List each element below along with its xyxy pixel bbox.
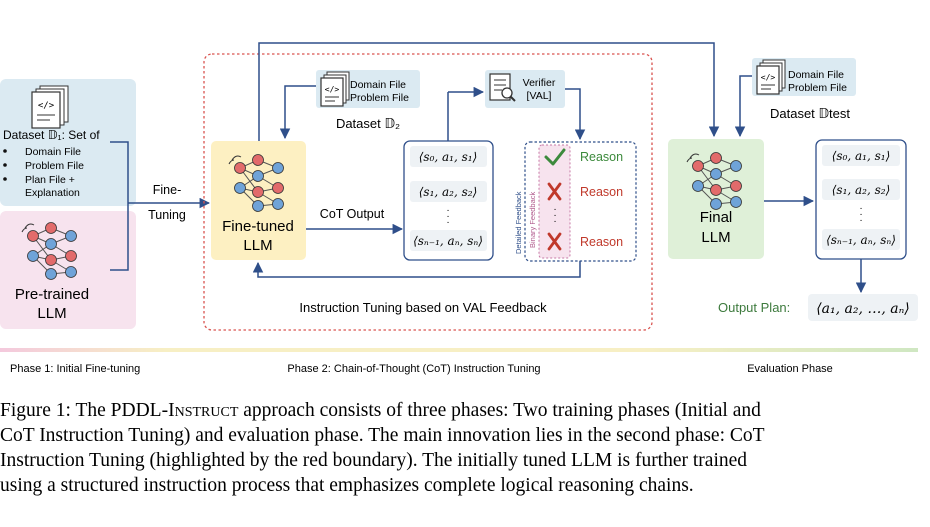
document-icon (756, 59, 786, 95)
cross-icon (547, 232, 562, 251)
dataset-item: Problem File (25, 160, 84, 172)
caption-smallcaps: Instruct (168, 400, 239, 421)
final-llm-label: Final (700, 209, 733, 226)
caption-part1: Figure 1: The PDDL- (0, 400, 169, 421)
pddl-instruct-diagram: </> </> Dataset 𝔻₁: Set of Domain File P… (0, 42, 918, 375)
detailed-feedback-label: Detailed Feedback (514, 191, 523, 254)
document-stack-icon: </> (31, 85, 69, 129)
phase2-label: Phase 2: Chain-of-Thought (CoT) Instruct… (287, 363, 540, 375)
d2-to-finetuned-arrow (279, 85, 316, 140)
output-plan-box (808, 294, 918, 321)
state-row-bg (410, 181, 487, 202)
state-row-bg (410, 230, 487, 251)
state-tuple: ⟨sₙ₋₁, aₙ, sₙ⟩ (413, 234, 483, 248)
finetuning-label: Tuning (148, 208, 186, 222)
state-tuple: ⟨s₁, a₂, s₂⟩ (419, 185, 478, 199)
reason-label: Reason (580, 150, 623, 164)
caption-part2: approach consists of three phases: Two t… (0, 400, 765, 496)
check-icon (544, 148, 566, 166)
dataset-d1-items: Domain File Problem File Plan File + Exp… (3, 146, 84, 199)
figure-caption: Figure 1: The PDDL-Instruct approach con… (0, 398, 928, 498)
svg-text:</>: </> (38, 101, 55, 111)
finetuned-llm-label: LLM (243, 237, 272, 254)
verifier-label: Verifier (523, 77, 556, 89)
dataset-item: Plan File + (25, 174, 75, 186)
verifier-icon (489, 73, 516, 102)
dataset-d2-label: Dataset 𝔻₂ (336, 116, 400, 131)
instruction-tuning-label: Instruction Tuning based on VAL Feedback (299, 300, 547, 315)
cot-instruction-tuning-boundary (203, 53, 653, 331)
finetuning-label: Fine- (153, 183, 181, 197)
state-dots: · (859, 209, 862, 220)
pretrained-to-merge-line (110, 203, 129, 271)
binary-feedback-box (538, 144, 571, 259)
feedback-dots: · (553, 216, 556, 227)
eval-phase-label: Evaluation Phase (747, 363, 833, 375)
state-dots: · (446, 205, 449, 216)
phase-bar (0, 348, 918, 352)
dataset-item: Explanation (25, 187, 80, 199)
document-icon (320, 71, 350, 107)
dataset-test-label: Dataset 𝔻test (770, 106, 850, 121)
to-final-llm-line (258, 42, 720, 143)
finetuned-llm-label: Fine-tuned (222, 218, 294, 235)
pretrained-llm-label: LLM (37, 305, 66, 322)
output-plan-value: ⟨a₁, a₂, …, aₙ⟩ (816, 301, 910, 317)
state-tuple: ⟨s₀, a₁, s₁⟩ (419, 150, 478, 164)
d2-problem-file: Problem File (350, 92, 409, 104)
state-tuple: ⟨s₀, a₁, s₁⟩ (832, 149, 891, 163)
cross-icon (547, 182, 562, 201)
state-row-bg (822, 179, 900, 200)
state-dots: · (446, 211, 449, 222)
feedback-dots: · (553, 210, 556, 221)
verifier-to-feedback-arrow (565, 88, 586, 141)
phase1-label: Phase 1: Initial Fine-tuning (10, 363, 140, 375)
state-row-bg (822, 145, 900, 166)
cot-output-label: CoT Output (320, 207, 385, 221)
pretrained-llm-label: Pre-trained (15, 286, 89, 303)
state-dots: · (859, 203, 862, 214)
state-row-bg (410, 146, 487, 167)
final-llm-label: LLM (701, 229, 730, 246)
feedback-loop-arrow (252, 261, 581, 278)
test-problem-file: Problem File (788, 82, 847, 94)
verifier-val-label: [VAL] (527, 90, 552, 102)
test-domain-file: Domain File (788, 69, 844, 81)
state-row-bg (822, 229, 900, 250)
state-tuple: ⟨sₙ₋₁, aₙ, sₙ⟩ (826, 233, 896, 247)
state-dots: · (859, 215, 862, 226)
dataset-to-merge-line (110, 141, 129, 203)
reason-label: Reason (580, 235, 623, 249)
output-plan-label: Output Plan: (718, 300, 790, 315)
state-tuple: ⟨s₁, a₂, s₂⟩ (832, 183, 891, 197)
binary-feedback-label: Binary Feedback (528, 191, 537, 248)
state-dots: · (446, 217, 449, 228)
feedback-dots: · (553, 204, 556, 215)
test-to-final-arrow (734, 75, 752, 138)
reason-label: Reason (580, 185, 623, 199)
dataset-item: Domain File (25, 146, 81, 158)
d2-domain-file: Domain File (350, 79, 406, 91)
dataset-d1-title: Dataset 𝔻₁: Set of (3, 128, 100, 142)
